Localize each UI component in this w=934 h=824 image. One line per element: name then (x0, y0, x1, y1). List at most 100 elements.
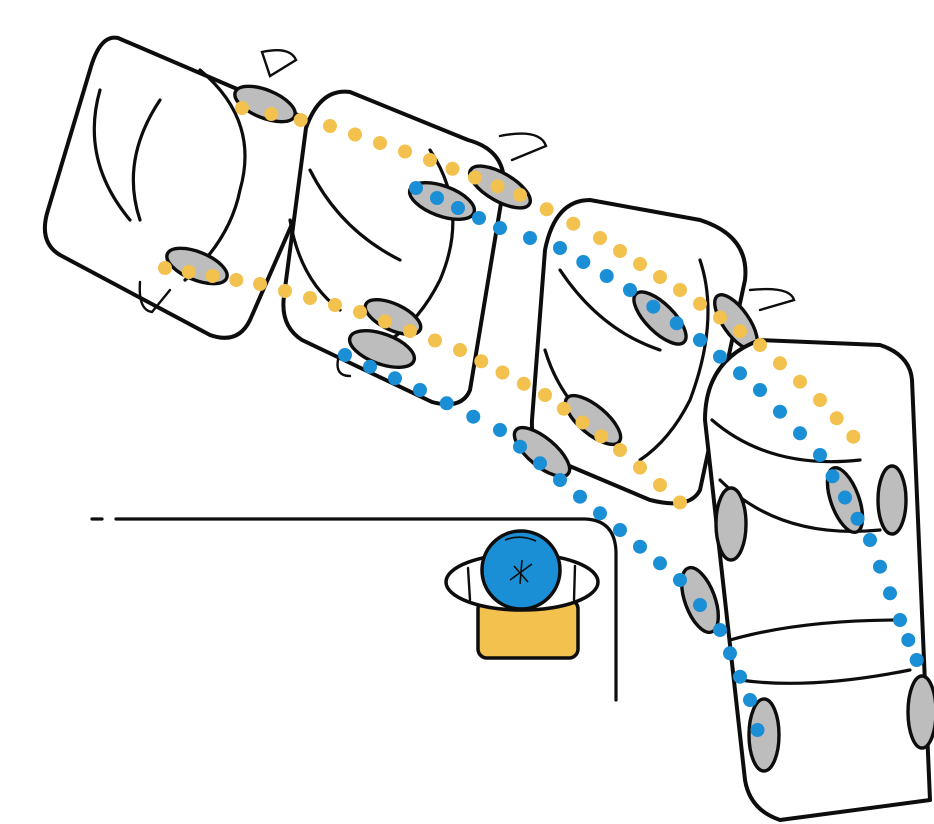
path-dot (557, 402, 571, 416)
path-dot (863, 533, 877, 547)
path-dot (633, 461, 647, 475)
path-dot (743, 693, 757, 707)
path-dot (206, 269, 220, 283)
path-dot (851, 512, 865, 526)
path-dot (646, 300, 660, 314)
path-dot (613, 523, 627, 537)
path-dot (830, 411, 844, 425)
path-dot (398, 145, 412, 159)
path-dot (838, 491, 852, 505)
path-dot (910, 653, 924, 667)
path-dot (466, 410, 480, 424)
path-dot (653, 478, 667, 492)
path-dot (593, 506, 607, 520)
path-dot (600, 269, 614, 283)
path-dot (182, 265, 196, 279)
path-dot (348, 128, 362, 142)
path-dot (773, 405, 787, 419)
path-dot (633, 257, 647, 271)
path-dot (538, 388, 552, 402)
path-dot (472, 211, 486, 225)
path-dot (533, 456, 547, 470)
path-dot (430, 191, 444, 205)
path-dot (264, 107, 278, 121)
path-dot (733, 366, 747, 380)
path-dot (693, 598, 707, 612)
path-dot (753, 383, 767, 397)
path-dot (278, 284, 292, 298)
path-dot (733, 324, 747, 338)
path-dot (378, 315, 392, 329)
path-dot (388, 371, 402, 385)
path-dot (353, 305, 367, 319)
path-dot (813, 393, 827, 407)
path-dot (294, 113, 308, 127)
path-dot (338, 348, 352, 362)
path-dot (523, 231, 537, 245)
path-dot (496, 366, 510, 380)
path-dot (793, 426, 807, 440)
path-dot (893, 613, 907, 627)
path-dot (253, 277, 267, 291)
path-dot (793, 375, 807, 389)
path-dot (453, 343, 467, 357)
path-dot (576, 416, 590, 430)
path-dot (901, 633, 915, 647)
path-dot (673, 496, 687, 510)
path-dot (235, 101, 249, 115)
path-dot (713, 311, 727, 325)
car-outline-icon (283, 92, 546, 405)
path-dot (653, 270, 667, 284)
car-outline-icon (674, 340, 934, 820)
path-dot (673, 283, 687, 297)
path-dot (883, 586, 897, 600)
path-dot (158, 261, 172, 275)
path-dot (593, 231, 607, 245)
path-dot (446, 162, 460, 176)
path-dot (613, 443, 627, 457)
path-dot (826, 469, 840, 483)
path-dot (493, 423, 507, 437)
path-dot (733, 670, 747, 684)
path-dot (573, 490, 587, 504)
path-dot (670, 316, 684, 330)
path-dot (553, 241, 567, 255)
path-dot (693, 297, 707, 311)
path-dot (623, 283, 637, 297)
path-dot (576, 255, 590, 269)
path-dot (303, 291, 317, 305)
path-dot (513, 188, 527, 202)
path-dot (428, 334, 442, 348)
path-dot (474, 354, 488, 368)
path-dot (566, 217, 580, 231)
path-dot (613, 244, 627, 258)
path-dot (751, 723, 765, 737)
path-dot (873, 560, 887, 574)
path-dot (493, 221, 507, 235)
path-dot (723, 646, 737, 660)
path-dot (440, 396, 454, 410)
path-dot (328, 298, 342, 312)
path-dot (517, 377, 531, 391)
path-dot (813, 448, 827, 462)
pedestrian-icon (446, 531, 598, 658)
path-dot (594, 429, 608, 443)
path-dot (553, 473, 567, 487)
path-dot (423, 153, 437, 167)
path-dot (653, 556, 667, 570)
path-dot (773, 356, 787, 370)
path-dot (323, 119, 337, 133)
path-dot (633, 540, 647, 554)
path-dot (491, 179, 505, 193)
path-dot (468, 171, 482, 185)
path-dot (229, 273, 243, 287)
path-dot (753, 338, 767, 352)
path-dot (413, 383, 427, 397)
path-dot (363, 360, 377, 374)
path-dot (403, 324, 417, 338)
path-dot (513, 440, 527, 454)
path-dot (673, 573, 687, 587)
path-dot (409, 181, 423, 195)
path-dot (451, 201, 465, 215)
